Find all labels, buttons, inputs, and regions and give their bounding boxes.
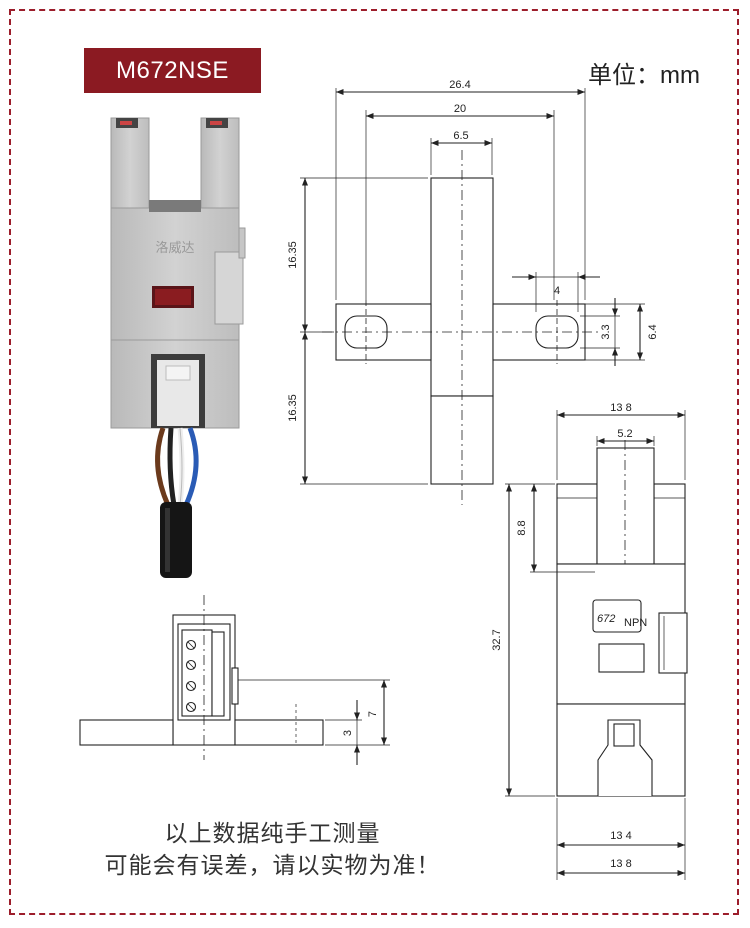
front-view-labels: 13 8 5.2 8.8 32.7 13 4 13 8 672 NPN (491, 402, 647, 870)
front-model-label: 672 (597, 613, 615, 625)
front-type-label: NPN (624, 617, 647, 629)
dim-side-flange: 3 (342, 730, 354, 736)
dim-body-width: 6.5 (453, 130, 468, 142)
unit-label: 单位：mm (588, 62, 700, 89)
dim-bottom-outer: 13 8 (610, 858, 631, 870)
dim-slot-width: 5.2 (617, 428, 632, 440)
dim-flange-width: 4 (554, 285, 560, 297)
dim-bottom-inner: 13 4 (610, 830, 631, 842)
dim-total-width: 26.4 (449, 79, 470, 91)
side-view-drawing (79, 595, 390, 765)
sensor-photo: 洛威达 (110, 117, 246, 578)
dim-lower-height: 16.35 (287, 394, 299, 422)
dim-flange-height: 6.4 (647, 324, 659, 339)
side-view-labels: 7 3 (342, 711, 379, 736)
note-line-1: 以上数据纯手工测量 (164, 820, 381, 846)
dim-top-width: 13 8 (610, 402, 631, 414)
dim-upper-height: 16.35 (287, 241, 299, 269)
dim-total-height: 32.7 (491, 629, 503, 650)
note-line-2: 可能会有误差，请以实物为准！ (104, 852, 441, 878)
model-badge: M672NSE (84, 48, 261, 93)
top-view-labels: 26.4 20 6.5 16.35 16.35 4 3.3 6.4 (287, 79, 659, 422)
dashed-frame (9, 9, 739, 915)
dim-side-height: 7 (367, 711, 379, 717)
dim-slot-depth: 8.8 (516, 520, 528, 535)
top-view-drawing (300, 88, 645, 505)
photo-brand-mark: 洛威达 (155, 241, 194, 256)
front-view-drawing (505, 410, 688, 880)
dim-hole-pitch: 20 (454, 103, 466, 115)
dim-hole-dia: 3.3 (600, 324, 612, 339)
